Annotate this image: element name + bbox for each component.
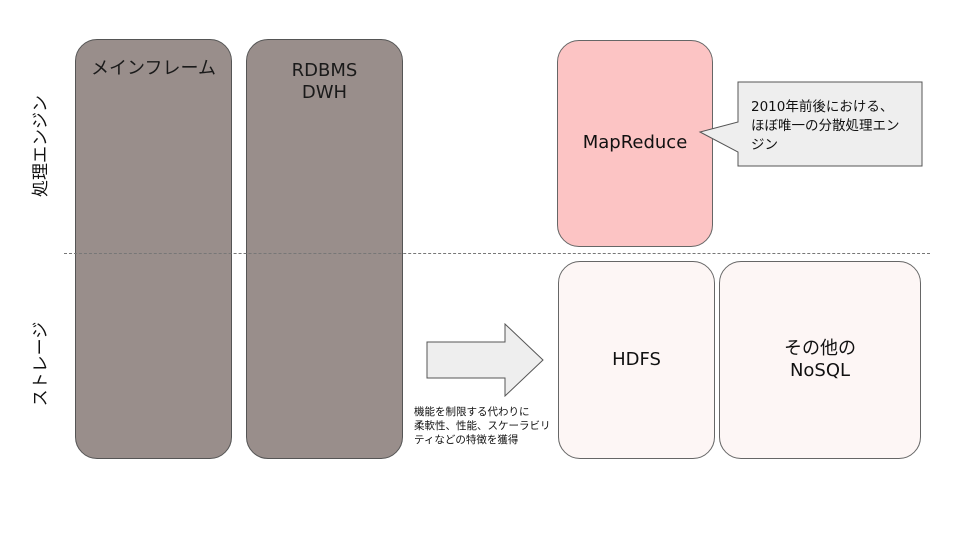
mainframe-label: メインフレーム: [91, 58, 216, 79]
arrow-caption: 機能を制限する代わりに 柔軟性、性能、スケーラビリ ティなどの特徴を獲得: [414, 406, 551, 446]
rdbms-label: RDBMS: [291, 60, 358, 81]
mainframe-column: メインフレーム: [75, 39, 232, 459]
hdfs-label: HDFS: [612, 348, 661, 370]
right-arrow-icon: [426, 323, 544, 397]
callout-bubble: [698, 81, 923, 167]
rdbms-dwh-column: RDBMS DWH: [246, 39, 403, 459]
nosql-box: その他の NoSQL: [719, 261, 921, 459]
engine-section-label: 処理エンジン: [30, 95, 51, 197]
dwh-label: DWH: [301, 81, 348, 103]
nosql-line2: NoSQL: [789, 360, 851, 381]
callout-text: 2010年前後における、 ほぼ唯一の分散処理エン ジン: [751, 99, 900, 153]
mapreduce-box: MapReduce: [557, 40, 713, 247]
layer-divider: [64, 253, 930, 254]
storage-section-label: ストレージ: [30, 321, 51, 407]
hdfs-box: HDFS: [558, 261, 715, 459]
mapreduce-label: MapReduce: [582, 132, 688, 154]
nosql-line1: その他の: [784, 337, 856, 359]
